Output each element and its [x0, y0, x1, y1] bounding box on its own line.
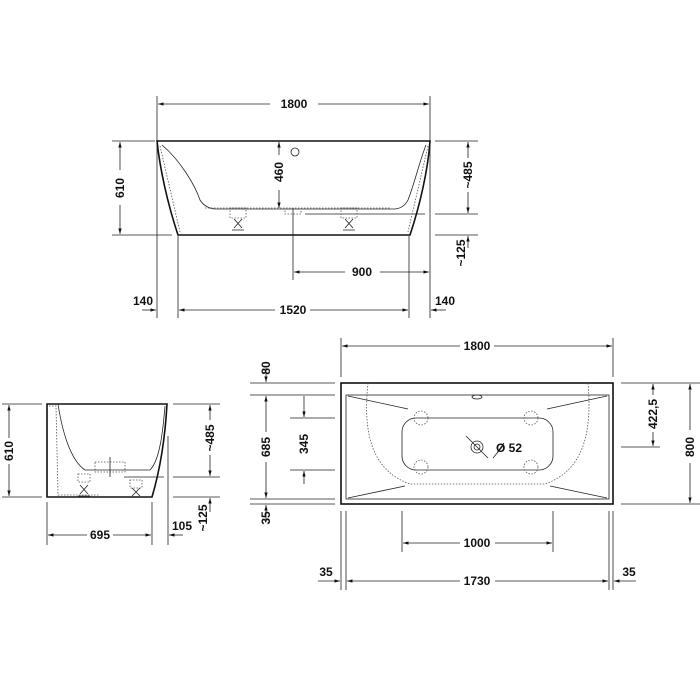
side-offset-label: 105 — [172, 519, 192, 533]
side-height-label: 610 — [2, 441, 16, 461]
side-water-height-label: ~485 — [203, 424, 217, 451]
left-rim-label: 35 — [319, 565, 333, 579]
base-width-label: 1520 — [280, 303, 307, 317]
top-length-label: 1800 — [464, 339, 491, 353]
right-rim-label: 35 — [622, 565, 636, 579]
top-width-label: 800 — [683, 437, 697, 457]
top-view: 1800 80 685 345 35 422,5 800 Ø 52 1000 1 — [250, 338, 700, 590]
front-view: 1800 610 460 ~485 ~125 900 1520 140 140 — [112, 96, 478, 318]
support-spacing-label: 1000 — [464, 536, 491, 550]
side-depth-label: 695 — [90, 528, 110, 542]
inner-depth-label: 460 — [272, 162, 286, 182]
inner-length-label: 1730 — [464, 574, 491, 588]
right-offset-label: 140 — [435, 294, 455, 308]
top-rim-label: 80 — [259, 361, 273, 375]
front-foot-height-label: ~125 — [454, 239, 468, 266]
front-height-label: 610 — [113, 178, 127, 198]
side-view: 610 ~485 ~125 695 105 — [2, 403, 220, 545]
drain-diameter-label: Ø 52 — [496, 441, 522, 455]
headrest-spacing-label: 345 — [297, 434, 311, 454]
inner-width-label: 685 — [259, 437, 273, 457]
front-width-label: 1800 — [281, 97, 308, 111]
bottom-rim-label: 35 — [259, 511, 273, 525]
left-offset-label: 140 — [133, 294, 153, 308]
front-water-height-label: ~485 — [461, 161, 475, 188]
drain-offset-label: 900 — [352, 265, 372, 279]
side-foot-height-label: ~125 — [196, 504, 210, 531]
drain-position-label: 422,5 — [646, 399, 660, 429]
